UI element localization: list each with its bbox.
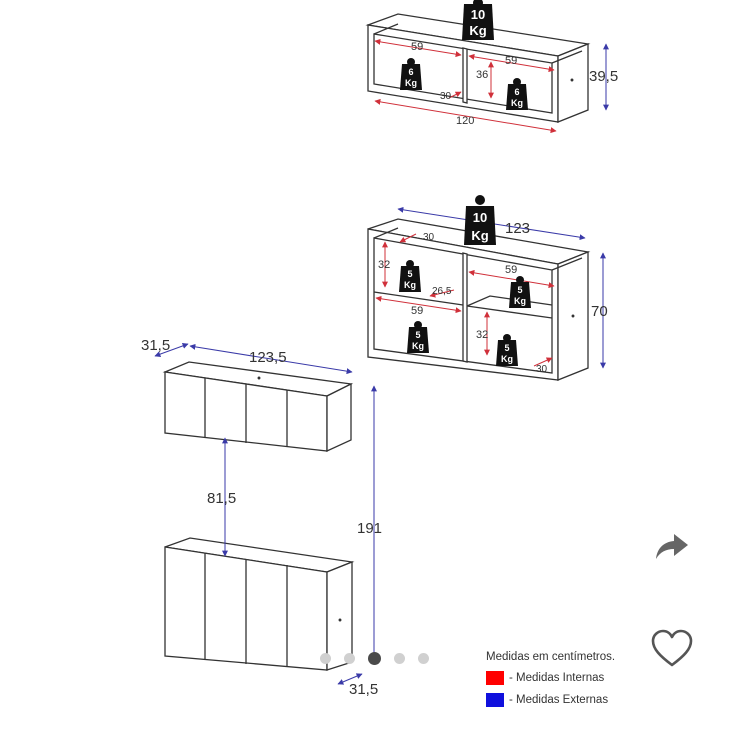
dim-mid-h-lower: 32 <box>476 329 488 341</box>
legend-swatch-red <box>486 671 504 685</box>
legend-label-external: - Medidas Externas <box>509 694 609 706</box>
dim-mid-inner-depth: 26,5 <box>432 286 452 297</box>
svg-text:6: 6 <box>514 87 519 97</box>
legend-row-internal: - Medidas Internas <box>486 667 686 689</box>
svg-text:10: 10 <box>471 7 485 22</box>
dim-mid-depth-bottom: 30 <box>536 364 548 375</box>
svg-text:6: 6 <box>408 67 413 77</box>
dim-mid-height: 70 <box>591 303 608 320</box>
legend-label-internal: - Medidas Internas <box>509 672 605 684</box>
dim-cab-total-height: 191 <box>357 520 382 537</box>
weight-badge-5kg-lr: 5 Kg <box>496 334 518 366</box>
carousel-dot-1[interactable] <box>320 653 331 664</box>
weight-badge-5kg-ll: 5 Kg <box>407 321 429 353</box>
measurement-legend: Medidas em centímetros. - Medidas Intern… <box>486 651 686 711</box>
shelf-mid-internal-dims <box>375 233 555 367</box>
dim-top-h-inner: 36 <box>476 69 488 81</box>
svg-text:Kg: Kg <box>471 228 488 243</box>
dim-top-depth: 30 <box>440 91 452 102</box>
weight-badge-10kg: 10 Kg <box>462 0 494 40</box>
svg-text:Kg: Kg <box>405 78 417 88</box>
svg-text:5: 5 <box>407 269 412 279</box>
carousel-dot-2[interactable] <box>344 653 355 664</box>
svg-text:Kg: Kg <box>501 354 513 364</box>
dim-cab-width: 123,5 <box>249 349 287 366</box>
wall-cabinet-upper <box>162 361 354 453</box>
dim-top-height: 39,5 <box>589 68 618 85</box>
share-button[interactable] <box>654 530 690 562</box>
svg-text:5: 5 <box>415 330 420 340</box>
cabinet-external-dims <box>154 343 377 685</box>
dim-top-w-left: 59 <box>411 41 423 53</box>
svg-text:5: 5 <box>517 285 522 295</box>
carousel-pagination <box>320 652 442 665</box>
dim-mid-depth-top: 30 <box>423 232 435 243</box>
svg-text:Kg: Kg <box>514 296 526 306</box>
dim-top-width: 120 <box>456 115 474 127</box>
carousel-dot-4[interactable] <box>394 653 405 664</box>
weight-badge-10kg-mid: 10 Kg <box>464 195 496 245</box>
dim-cab-gap: 81,5 <box>207 490 236 507</box>
carousel-dot-3-active[interactable] <box>368 652 381 665</box>
legend-swatch-blue <box>486 693 504 707</box>
shelf-top-internal-dims <box>374 38 557 134</box>
weight-badge-6kg-right: 6 Kg <box>506 78 528 110</box>
svg-text:10: 10 <box>473 210 487 225</box>
svg-text:5: 5 <box>504 343 509 353</box>
weight-badge-6kg-left: 6 Kg <box>400 58 422 90</box>
dim-mid-w-left: 59 <box>411 305 423 317</box>
svg-text:Kg: Kg <box>511 98 523 108</box>
base-cabinet <box>164 537 355 671</box>
svg-text:Kg: Kg <box>469 23 486 38</box>
dim-mid-w-right: 59 <box>505 264 517 276</box>
dim-cab-depth-bottom: 31,5 <box>349 681 378 698</box>
dim-mid-width: 123 <box>505 220 530 237</box>
share-arrow-icon <box>656 534 688 559</box>
heart-outline-icon <box>651 629 693 667</box>
svg-text:Kg: Kg <box>412 341 424 351</box>
dim-cab-depth-top: 31,5 <box>141 337 170 354</box>
weight-badge-5kg-ur: 5 Kg <box>509 276 531 308</box>
legend-row-external: - Medidas Externas <box>486 689 686 711</box>
weight-badge-5kg-ul: 5 Kg <box>399 260 421 292</box>
svg-text:Kg: Kg <box>404 280 416 290</box>
dim-top-w-right: 59 <box>505 55 517 67</box>
dim-mid-h-upper: 32 <box>378 259 390 271</box>
legend-title: Medidas em centímetros. <box>486 651 616 663</box>
carousel-dot-5[interactable] <box>418 653 429 664</box>
favorite-button[interactable] <box>650 628 694 670</box>
